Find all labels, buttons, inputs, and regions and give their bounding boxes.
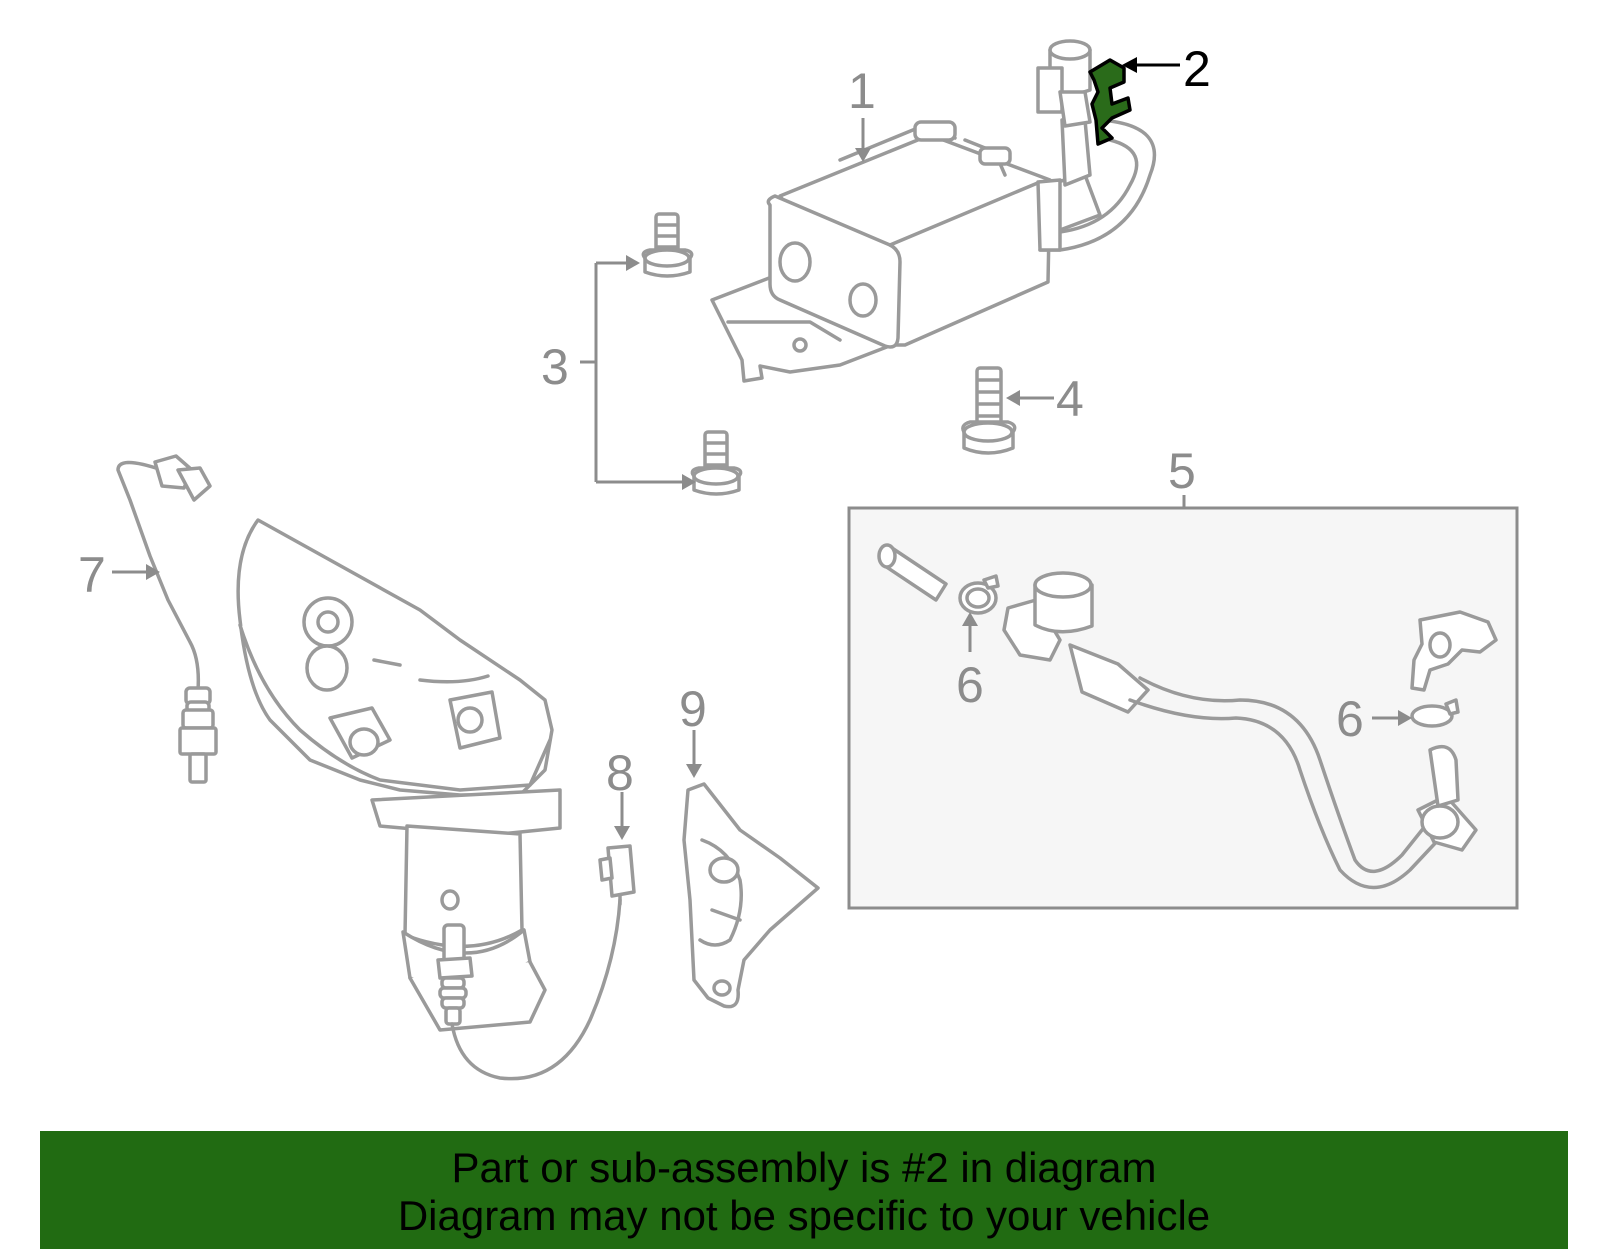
leader-lines: [112, 57, 1412, 840]
highlighted-bracket-part-2[interactable]: [1088, 58, 1132, 146]
clamp-right-part-6[interactable]: [1410, 698, 1460, 728]
bolt-upper-part-3[interactable]: [641, 212, 694, 278]
callout-6-left: 6: [956, 657, 984, 713]
oxygen-sensor-part-7[interactable]: [116, 454, 218, 784]
bolt-part-4[interactable]: [961, 366, 1017, 455]
callout-6-right: 6: [1336, 691, 1364, 747]
hose-kit-part-5[interactable]: [847, 506, 1519, 910]
callout-4: 4: [1056, 371, 1084, 427]
callout-7: 7: [78, 547, 106, 603]
callout-8: 8: [606, 745, 634, 801]
clamp-left-part-6[interactable]: [958, 574, 1000, 615]
banner-line-1: Part or sub-assembly is #2 in diagram: [451, 1144, 1157, 1191]
bolt-lower-part-3[interactable]: [690, 430, 743, 496]
callout-2: 2: [1183, 41, 1211, 97]
callout-5: 5: [1168, 443, 1196, 499]
info-banner: Part or sub-assembly is #2 in diagram Di…: [40, 1131, 1568, 1249]
banner-line-2: Diagram may not be specific to your vehi…: [397, 1192, 1211, 1239]
oxygen-sensor-part-8[interactable]: [436, 844, 636, 1081]
heat-shield-part-9[interactable]: [682, 782, 820, 1009]
callout-1: 1: [848, 63, 876, 119]
exhaust-manifold-heat-shield: [236, 518, 562, 1032]
callout-3: 3: [541, 339, 569, 395]
callout-9: 9: [679, 681, 707, 737]
canister-assembly[interactable]: [710, 39, 1157, 383]
